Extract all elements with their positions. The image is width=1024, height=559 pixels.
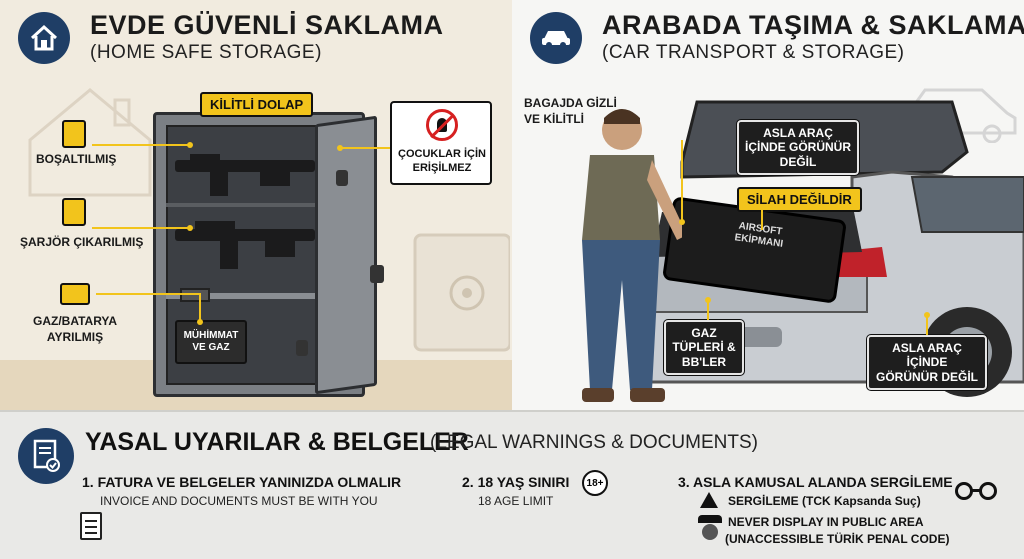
child-warning-sign: ÇOCUKLAR İÇİN ERİŞİLMEZ	[390, 101, 492, 185]
legal-item-3-line2: NEVER DISPLAY IN PUBLIC AREA	[728, 515, 924, 529]
magazine-removed-icon	[62, 198, 86, 226]
legal-item-3-line1: SERGİLEME (TCK Kapsanda Suç)	[728, 494, 921, 508]
handcuffs-icon	[955, 480, 999, 502]
house-outline-illustration	[28, 88, 152, 197]
not-visible-tag-top: ASLA ARAÇ İÇİNDE GÖRÜNÜR DEĞİL	[736, 118, 860, 177]
wall-safe-illustration	[413, 233, 510, 352]
legal-warnings-panel: YASAL UYARILAR & BELGELER (LEGAL WARNING…	[0, 410, 1024, 559]
not-visible-tag-bottom: ASLA ARAÇ İÇİNDE GÖRÜNÜR DEĞİL	[866, 333, 988, 392]
home-storage-panel: EVDE GÜVENLİ SAKLAMA (HOME SAFE STORAGE)…	[0, 0, 512, 410]
document-icon	[80, 512, 102, 540]
rifle-illustration-bottom	[175, 221, 315, 269]
legal-item-2-title: 2. 18 YAŞ SINIRI	[462, 474, 570, 490]
gas-bbs-tag: GAZ TÜPLERİ & BB'LER	[663, 318, 745, 377]
cabinet-door	[315, 115, 377, 395]
locked-cabinet-label: KİLİTLİ DOLAP	[200, 92, 314, 117]
home-title: EVDE GÜVENLİ SAKLAMA	[90, 10, 444, 40]
warning-icon	[700, 492, 718, 508]
home-subtitle: (HOME SAFE STORAGE)	[90, 42, 322, 63]
car-title: ARABADA TAŞIMA & SAKLAMA	[602, 10, 1024, 40]
no-child-icon	[426, 109, 458, 141]
rifle-illustration-top	[175, 154, 315, 196]
person-illustration	[582, 109, 682, 402]
legal-item-1-sub: INVOICE AND DOCUMENTS MUST BE WITH YOU	[100, 494, 378, 508]
car-storage-panel: ARABADA TAŞIMA & SAKLAMA (CAR TRANSPORT …	[512, 0, 1024, 410]
police-icon	[698, 515, 722, 541]
padlock-icon-side	[370, 265, 384, 283]
hidden-locked-label: BAGAJDA GİZLİ VE KİLİTLİ	[524, 96, 617, 127]
legal-title-en: (LEGAL WARNINGS & DOCUMENTS)	[430, 432, 758, 453]
age-limit-badge: 18+	[582, 470, 608, 496]
battery-item	[180, 288, 210, 302]
car-subtitle: (CAR TRANSPORT & STORAGE)	[602, 42, 905, 63]
legal-item-2-sub: 18 AGE LIMIT	[478, 494, 554, 508]
legal-item-3-line3: (UNACCESSIBLE TÜRİK PENAL CODE)	[725, 532, 950, 546]
padlock-icon-bottom	[296, 340, 308, 356]
magazine-removed-label: ŞARJÖR ÇIKARILMIŞ	[20, 235, 144, 249]
car-icon	[530, 12, 582, 64]
legal-title: YASAL UYARILAR & BELGELER	[85, 428, 469, 456]
document-check-icon	[18, 428, 74, 484]
child-warning-text: ÇOCUKLAR İÇİN ERİŞİLMEZ	[398, 148, 486, 175]
legal-item-3-title: 3. ASLA KAMUSAL ALANDA SERGİLEME	[678, 474, 953, 490]
ammo-gas-box: MÜHİMMAT VE GAZ	[175, 320, 247, 364]
gas-battery-label: GAZ/BATARYA AYRILMIŞ	[33, 314, 117, 344]
unloaded-label: BOŞALTILMIŞ	[36, 152, 117, 166]
magazine-icon	[62, 120, 86, 148]
house-icon	[18, 12, 70, 64]
case-label: AIRSOFT EKİPMANI	[733, 220, 784, 250]
legal-item-1-title: 1. FATURA VE BELGELER YANINIZDA OLMALIR	[82, 474, 402, 490]
padlock-icon-door	[336, 170, 348, 186]
not-weapon-tag: SİLAH DEĞİLDİR	[737, 187, 862, 212]
battery-icon	[60, 283, 90, 305]
